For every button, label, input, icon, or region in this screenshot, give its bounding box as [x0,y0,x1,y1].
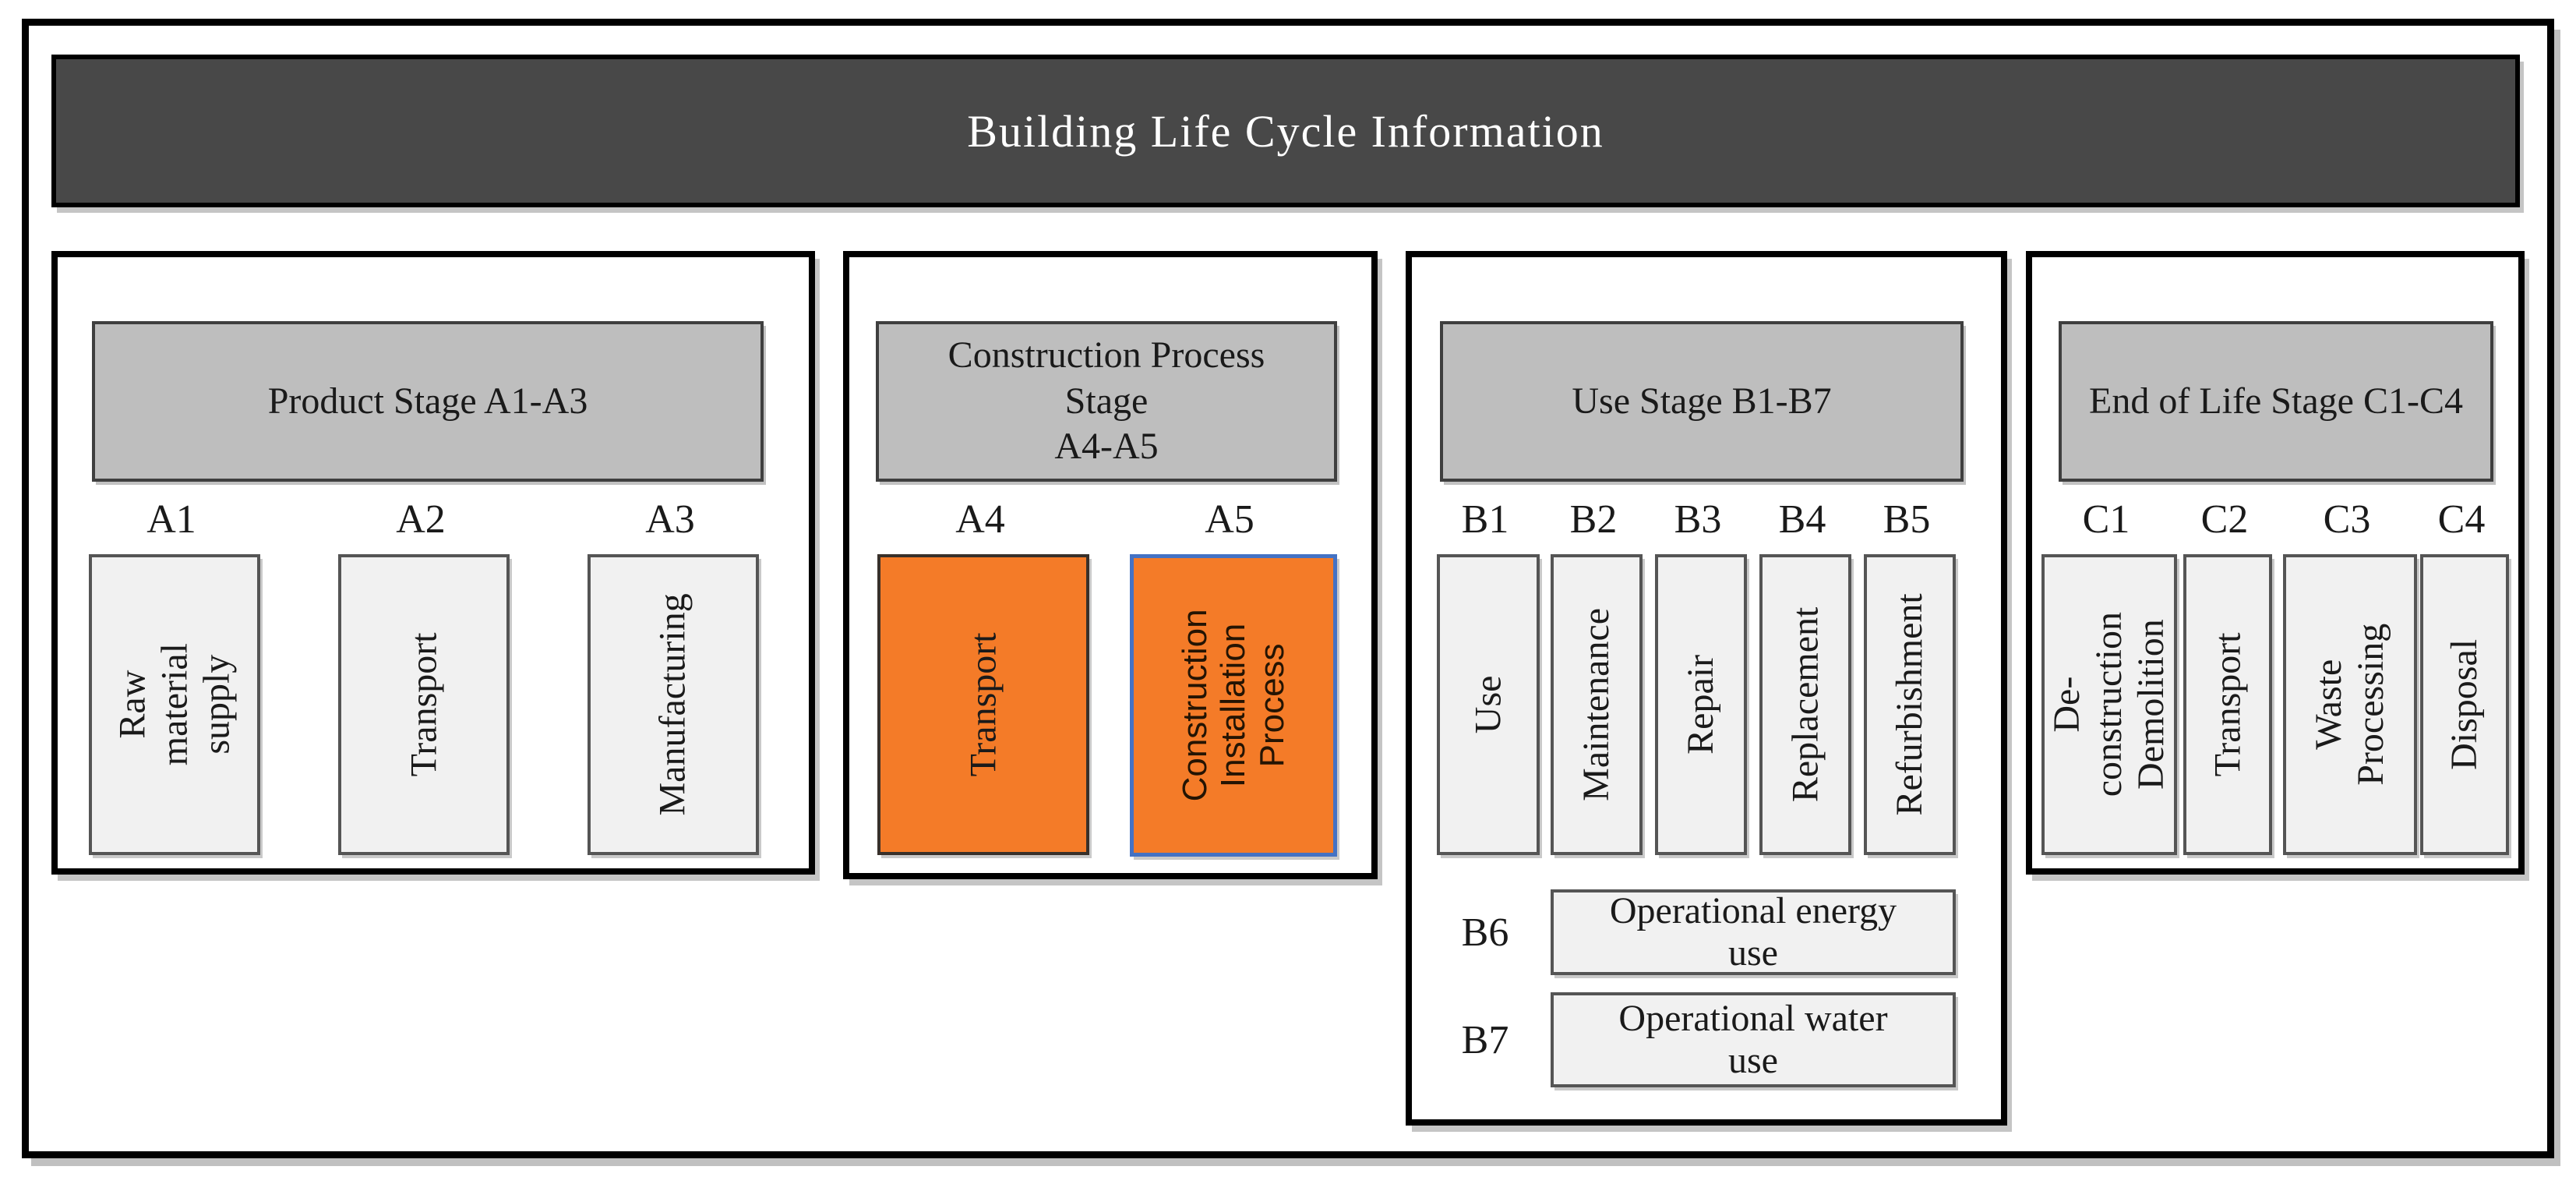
module-box-a4-label: Transport [962,632,1004,777]
module-box-a3-label: Manufacturing [652,593,694,816]
module-box-c2-label: Transport [2207,632,2249,777]
module-box-a5-label: Construction Installation Process [1176,609,1291,802]
module-box-b1: Use [1437,554,1540,855]
module-box-c4-label: Disposal [2444,639,2486,770]
module-box-c3: Waste Processing [2283,554,2417,855]
module-box-b2-label: Maintenance [1576,608,1618,801]
module-box-a1: Raw material supply [89,554,260,855]
module-box-a3: Manufacturing [588,554,759,855]
use-stage-header-label: Use Stage B1-B7 [1572,380,1832,422]
module-box-b3: Repair [1655,554,1747,855]
module-code-b6: B6 [1461,910,1509,955]
module-box-b7-label: Operational water use [1618,998,1888,1081]
title-bar: Building Life Cycle Information [51,55,2520,207]
construction-stage-header: Construction Process Stage A4-A5 [876,321,1337,482]
product-stage-header-label: Product Stage A1-A3 [267,380,588,422]
diagram-outer-border [22,19,2554,1158]
module-box-a4-highlighted: Transport [877,554,1089,855]
end-of-life-stage-header: End of Life Stage C1-C4 [2059,321,2493,482]
module-box-a1-label: Raw material supply [111,643,237,766]
panel-construction-process-stage: Construction Process Stage A4-A5 A4 A5 T… [843,251,1378,879]
module-code-a1: A1 [146,497,196,542]
diagram-title: Building Life Cycle Information [967,105,1604,157]
module-code-a5: A5 [1205,497,1254,542]
module-box-b7: Operational water use [1551,992,1956,1087]
use-stage-header: Use Stage B1-B7 [1440,321,1964,482]
panel-product-stage: Product Stage A1-A3 A1 A2 A3 Raw materia… [51,251,815,875]
module-code-a4: A4 [955,497,1005,542]
module-box-b6: Operational energy use [1551,889,1956,975]
module-box-c1: De-construction Demolition [2041,554,2177,855]
module-box-b3-label: Repair [1680,655,1722,755]
module-box-b5-label: Refurbishment [1889,593,1931,816]
module-box-a2-label: Transport [403,632,445,777]
module-code-a2: A2 [396,497,446,542]
panel-end-of-life-stage: End of Life Stage C1-C4 C1 C2 C3 C4 De-c… [2026,251,2525,875]
module-box-c1-label: De-construction Demolition [2046,612,2172,797]
module-code-b3: B3 [1674,497,1722,542]
panel-use-stage: Use Stage B1-B7 B1 B2 B3 B4 B5 Use Maint… [1406,251,2007,1126]
module-code-b4: B4 [1778,497,1826,542]
module-box-b1-label: Use [1467,675,1509,734]
module-code-b5: B5 [1883,497,1931,542]
module-code-b2: B2 [1569,497,1618,542]
module-code-c3: C3 [2323,497,2371,542]
module-code-c1: C1 [2082,497,2130,542]
module-box-b4: Replacement [1759,554,1851,855]
module-box-a5-highlighted: Construction Installation Process [1130,554,1337,857]
module-box-c2: Transport [2183,554,2272,855]
module-code-c2: C2 [2200,497,2249,542]
end-of-life-stage-header-label: End of Life Stage C1-C4 [2089,380,2463,422]
construction-stage-header-label: Construction Process Stage A4-A5 [947,334,1265,468]
module-code-b1: B1 [1461,497,1509,542]
product-stage-header: Product Stage A1-A3 [92,321,764,482]
module-box-a2: Transport [338,554,510,855]
module-code-a3: A3 [645,497,695,542]
module-box-b4-label: Replacement [1784,606,1826,803]
module-code-c4: C4 [2437,497,2486,542]
module-box-b2: Maintenance [1551,554,1643,855]
module-box-c4: Disposal [2420,554,2509,855]
module-code-b7: B7 [1461,1017,1509,1062]
module-box-b6-label: Operational energy use [1609,890,1897,974]
module-box-b5: Refurbishment [1864,554,1956,855]
module-box-c3-label: Waste Processing [2308,624,2392,786]
